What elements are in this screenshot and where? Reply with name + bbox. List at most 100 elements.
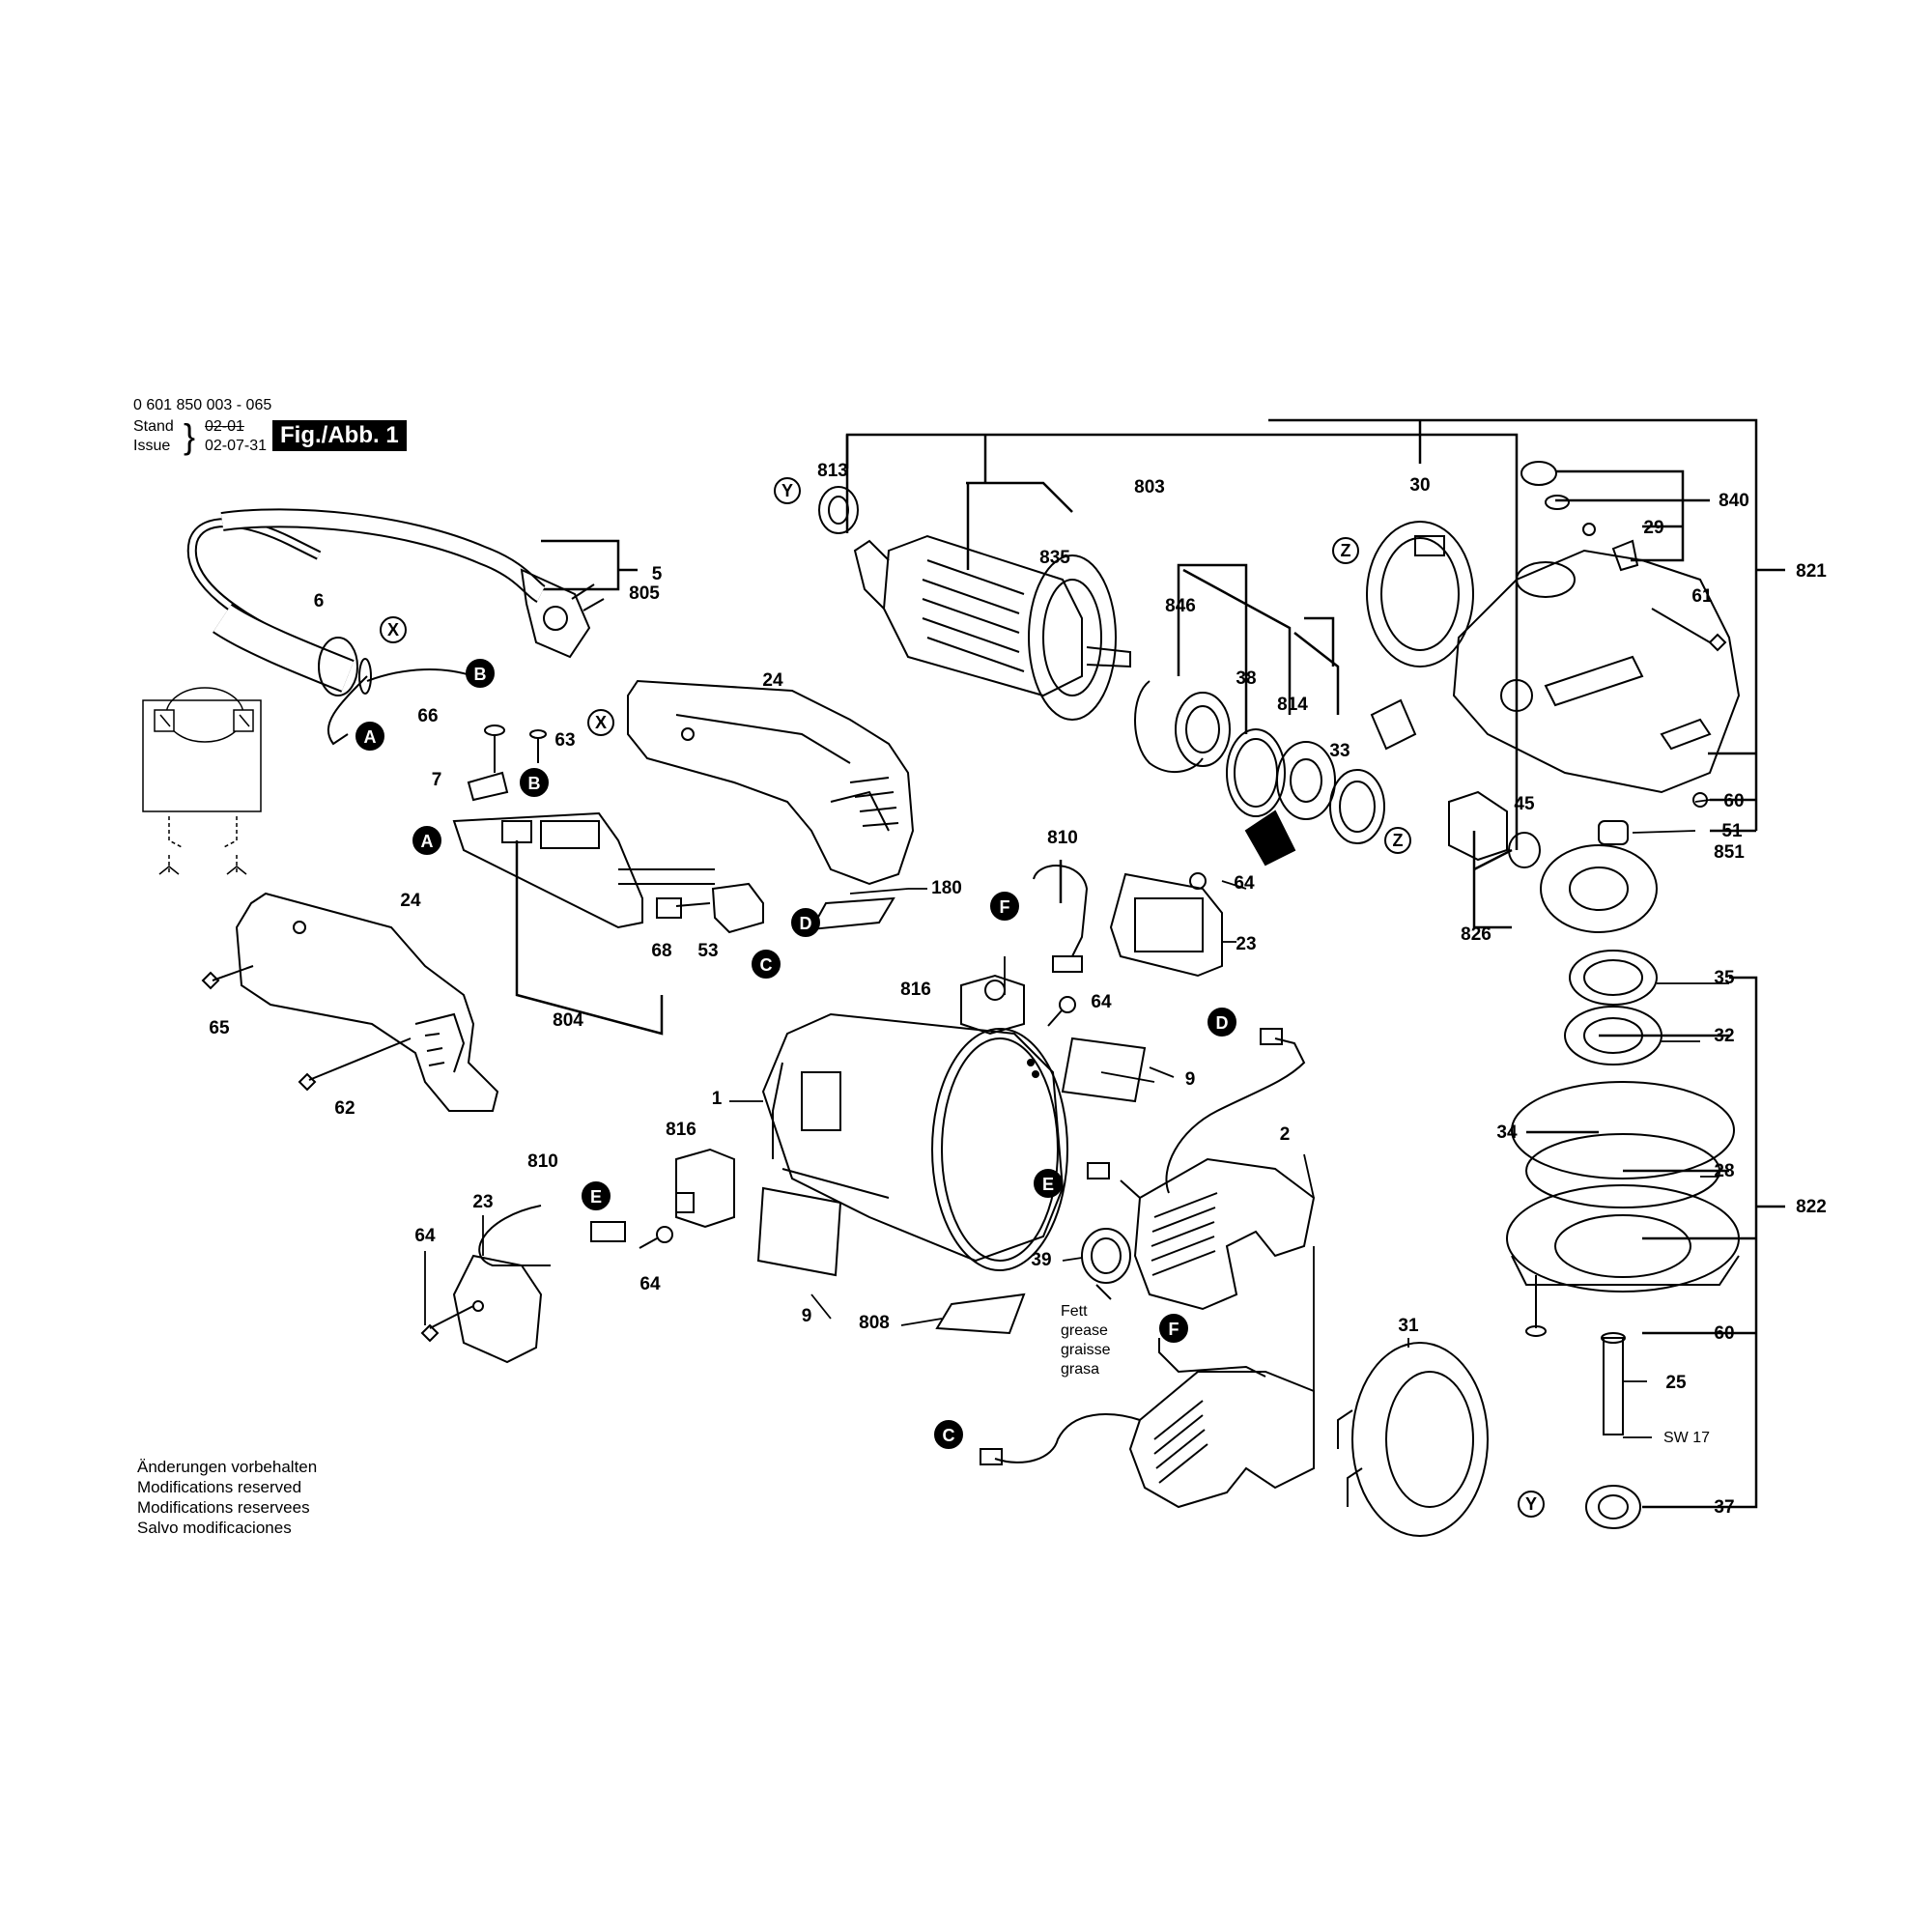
label-840: 840 (1719, 491, 1749, 511)
svg-text:B: B (474, 665, 487, 684)
switch-assembly (452, 724, 764, 934)
brace-symbol: } (184, 416, 196, 456)
label-63: 63 (554, 730, 575, 751)
stand-value: 02-01 (205, 418, 244, 435)
svg-text:Z: Z (1341, 541, 1351, 560)
svg-text:F: F (1169, 1320, 1179, 1339)
marker-f-upper: F (990, 892, 1019, 921)
label-60b: 60 (1714, 1323, 1734, 1344)
label-7: 7 (432, 770, 442, 790)
label-816-upper: 816 (900, 980, 931, 1000)
label-32: 32 (1714, 1026, 1734, 1046)
svg-text:A: A (364, 727, 377, 747)
bearing-39 (1081, 1228, 1131, 1300)
label-810-lower: 810 (527, 1151, 558, 1172)
label-64-lower: 64 (639, 1274, 661, 1294)
armature-rings (1134, 680, 1417, 867)
label-24-upper: 24 (762, 670, 783, 691)
brush-holder-lower (478, 1148, 735, 1266)
label-66: 66 (417, 706, 438, 726)
issue-value: 02-07-31 (205, 438, 268, 454)
svg-text:F: F (1000, 897, 1010, 917)
svg-text:C: C (943, 1426, 955, 1445)
marker-f-lower: F (1159, 1314, 1188, 1343)
svg-text:X: X (595, 713, 607, 732)
gear-housing (1452, 461, 1741, 808)
power-cable (186, 508, 605, 746)
marker-a-switch: A (412, 826, 441, 855)
armature (853, 534, 1131, 721)
bearing-813 (818, 486, 859, 534)
marker-y-bearing: Y (774, 477, 801, 504)
marker-c-switch: C (752, 950, 781, 979)
field-coil-lower (980, 1338, 1315, 1509)
rear-handle-lower (201, 892, 499, 1112)
label-25: 25 (1665, 1373, 1687, 1393)
marker-e-lower: E (582, 1181, 611, 1210)
note-en: Modifications reserved (137, 1478, 302, 1496)
svg-text:X: X (387, 620, 399, 639)
label-6: 6 (314, 591, 325, 611)
svg-text:C: C (760, 955, 773, 975)
marker-x-handle: X (587, 709, 614, 736)
note-fr: Modifications reservees (137, 1498, 310, 1517)
label-61: 61 (1691, 586, 1713, 607)
grease-note-en: grease (1061, 1322, 1108, 1339)
svg-text:D: D (1216, 1013, 1229, 1033)
label-24-lower: 24 (400, 891, 421, 911)
label-45: 45 (1514, 794, 1535, 814)
marker-y-flange: Y (1518, 1491, 1545, 1518)
label-803: 803 (1134, 477, 1165, 497)
label-37: 37 (1714, 1497, 1734, 1518)
issue-label: Issue (133, 438, 171, 454)
label-39: 39 (1031, 1250, 1051, 1270)
field-coil-upper (1087, 1028, 1316, 1311)
svg-text:A: A (421, 832, 434, 851)
label-804: 804 (553, 1010, 583, 1031)
wiring-schematic (142, 687, 262, 875)
label-808: 808 (859, 1313, 890, 1333)
note-de: Änderungen vorbehalten (137, 1458, 318, 1476)
marker-z-ring33: Z (1384, 827, 1411, 854)
label-9-upper: 9 (1185, 1069, 1196, 1090)
label-68: 68 (651, 941, 671, 961)
label-9-lower: 9 (802, 1306, 812, 1326)
label-53: 53 (697, 941, 718, 961)
label-822: 822 (1796, 1197, 1827, 1217)
marker-a-cable: A (355, 722, 384, 751)
bracket-lines (515, 418, 1785, 1509)
figure-label: Fig./Abb. 1 (272, 420, 407, 451)
label-1: 1 (712, 1089, 723, 1109)
label-64-cap: 64 (1234, 873, 1255, 894)
label-33: 33 (1329, 741, 1350, 761)
label-31: 31 (1398, 1316, 1419, 1336)
label-2: 2 (1280, 1124, 1291, 1145)
svg-text:Y: Y (1525, 1494, 1537, 1514)
label-64-left: 64 (414, 1226, 436, 1246)
svg-text:Z: Z (1393, 831, 1404, 850)
label-51: 51 (1721, 821, 1743, 841)
brush-cap-upper (1109, 872, 1223, 978)
label-846: 846 (1165, 596, 1196, 616)
marker-e-coil: E (1034, 1169, 1063, 1198)
gear-stack (1506, 950, 1740, 1529)
brush-cap-lower (420, 1254, 543, 1364)
marker-z-ring30: Z (1332, 537, 1359, 564)
label-835: 835 (1039, 548, 1070, 568)
note-es: Salvo modificaciones (137, 1519, 292, 1537)
ring-30 (1366, 521, 1474, 668)
label-64-brush: 64 (1091, 992, 1112, 1012)
svg-text:E: E (1042, 1175, 1054, 1194)
label-851: 851 (1714, 842, 1745, 863)
label-821: 821 (1796, 561, 1827, 582)
svg-text:Y: Y (781, 481, 793, 500)
svg-text:D: D (800, 914, 812, 933)
grease-note-es: grasa (1061, 1361, 1099, 1378)
pinion (1448, 790, 1658, 933)
label-826: 826 (1461, 924, 1492, 945)
label-62: 62 (334, 1098, 355, 1119)
bearing-flange-31 (1337, 1342, 1489, 1537)
label-180: 180 (931, 878, 962, 898)
